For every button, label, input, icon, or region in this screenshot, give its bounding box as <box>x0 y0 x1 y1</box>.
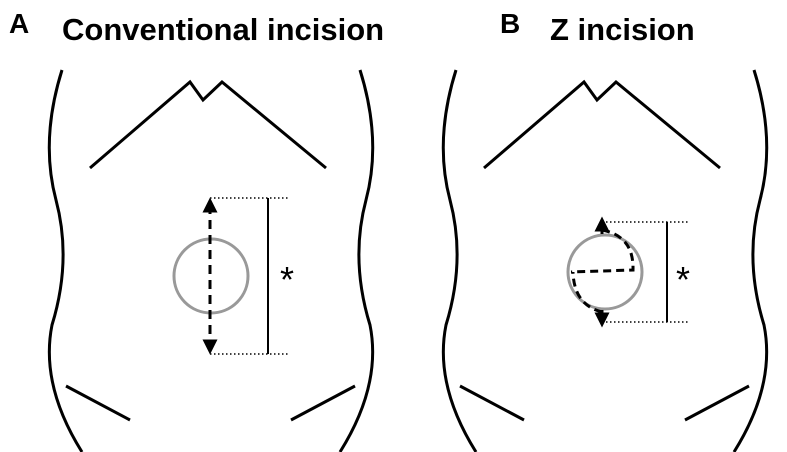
abdomen-diagram-a <box>47 69 375 452</box>
torso-left-outline <box>441 69 478 452</box>
panel-title-a: Conventional incision <box>62 12 385 47</box>
torso-left-outline <box>47 69 84 452</box>
torso-right-outline <box>732 69 769 452</box>
dimension-asterisk-b: * <box>676 259 691 300</box>
abdomen-diagram-b <box>441 69 769 452</box>
panel-letter-a: A <box>9 8 30 39</box>
panel-conventional-incision: A Conventional incision * <box>0 0 393 452</box>
costal-margin <box>483 79 721 170</box>
inguinal-line-left <box>65 384 131 422</box>
panel-z-incision: B Z incision * <box>394 0 787 452</box>
umbilicus-circle <box>566 233 644 311</box>
z-incision-line <box>570 228 635 314</box>
panel-letter-b: B <box>500 8 521 39</box>
torso-right-outline <box>338 69 375 452</box>
inguinal-line-left <box>459 384 525 422</box>
inguinal-line-right <box>684 384 750 422</box>
panel-title-b: Z incision <box>550 12 695 47</box>
dimension-asterisk-a: * <box>280 259 295 300</box>
costal-margin <box>89 79 327 170</box>
inguinal-line-right <box>290 384 356 422</box>
